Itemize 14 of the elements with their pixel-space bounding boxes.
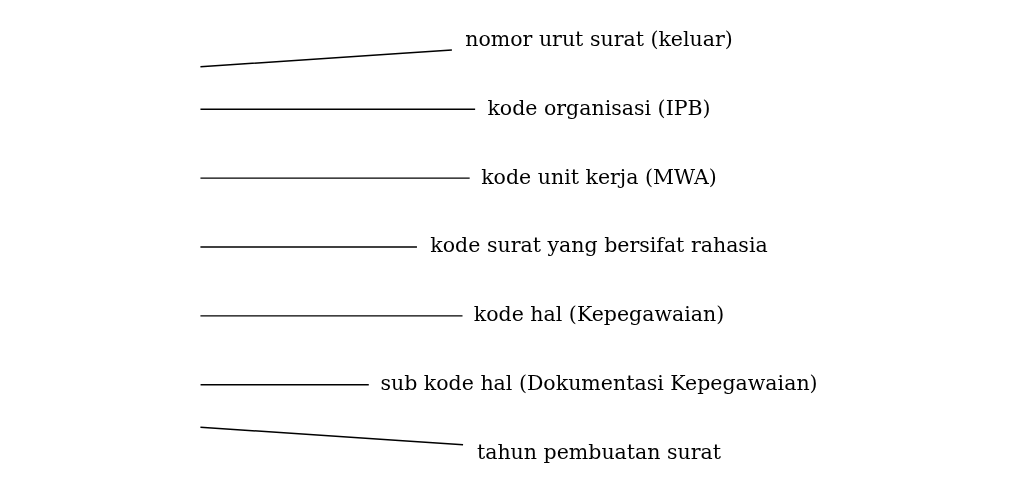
node-text: tahun pembuatan surat [476, 440, 721, 465]
node-text: kode hal (Kepegawaian) [473, 302, 724, 327]
node-text: sub kode hal (Dokumentasi Kepegawaian) [379, 371, 818, 396]
connector [199, 177, 470, 179]
connector [199, 384, 370, 386]
node-text: kode surat yang bersifat rahasia [429, 233, 768, 258]
connector [199, 315, 463, 317]
connector [199, 426, 464, 446]
node-text: nomor urut surat (keluar) [464, 26, 733, 51]
connector [199, 49, 453, 68]
node-text: kode unit kerja (MWA) [480, 164, 717, 189]
connector [199, 246, 418, 248]
node-text: kode organisasi (IPB) [486, 95, 711, 120]
connector [199, 108, 476, 110]
